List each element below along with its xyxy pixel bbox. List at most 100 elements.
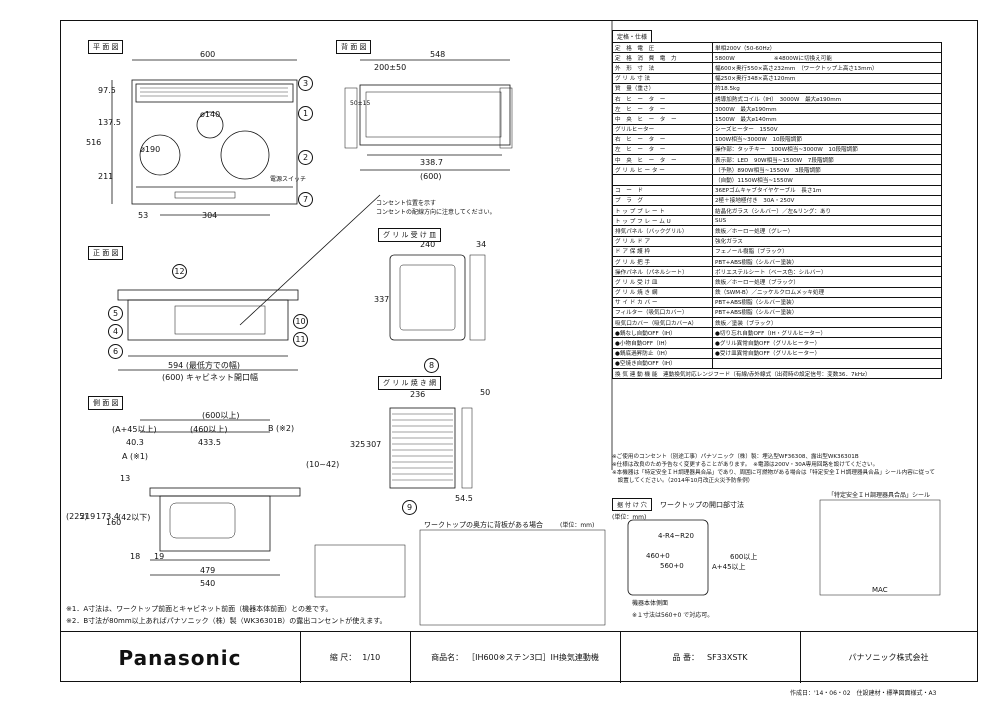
spec-value: 3000W 最大ø190mm xyxy=(712,103,942,115)
back-w548: 548 xyxy=(430,50,446,59)
part-material: SUS xyxy=(712,215,942,227)
safety-row: ●空焼き自動OFF（IH） xyxy=(612,357,942,370)
callout-9: 9 xyxy=(402,500,417,515)
safety-item: ●空焼き自動OFF（IH） xyxy=(612,357,713,370)
plan-view-label: 平 面 図 xyxy=(88,40,124,54)
side-w18: 18 xyxy=(130,552,141,561)
cutout-note: ※１寸法は560+0 で対応可。 xyxy=(632,612,714,619)
spec-key: 外 形 寸 法 xyxy=(612,62,713,74)
part-name: ド ア 保 護 枠 xyxy=(612,245,713,257)
callout-10: 10 xyxy=(293,314,308,329)
callout-5: 5 xyxy=(108,306,123,321)
tray-w240: 240 xyxy=(420,240,436,249)
install-label: 据 付 け 穴 xyxy=(612,498,652,511)
part-material: 鉄板／ホーロー処理（グレー） xyxy=(712,225,942,237)
part-name: フィルター（吸気口カバー） xyxy=(612,306,713,319)
callout-8: 8 xyxy=(424,358,439,373)
seal-title: 「特定安全ＩＨ調理器具合品」シール xyxy=(828,492,931,499)
net-h325: 325 xyxy=(350,440,366,449)
side-w600: (600以上) xyxy=(202,411,240,420)
seal-mac: MAC xyxy=(872,586,888,594)
side-h225: (225) xyxy=(66,512,88,521)
front-view-label: 正 面 図 xyxy=(88,246,124,260)
product-name-cell: 商品名： ［IH600※ステン3口］IH換気連動機 xyxy=(410,632,621,683)
net-w236: 236 xyxy=(410,390,426,399)
part-material: 強化ガラス xyxy=(712,235,942,247)
part-row: グ リ ル ド ア強化ガラス xyxy=(612,235,942,247)
footnotes: ※ご使用のコンセント（別途工事）パナソニック（株）製：埋込型WF36308、露出… xyxy=(612,452,942,484)
side-w479: 479 xyxy=(200,566,216,575)
spec-row: 左 ヒ ー タ ー操作部：タッチキー 100W相当~3000W 10段階調節 xyxy=(612,143,942,156)
exhaust-function: 換 気 連 動 機 能 連動換気対応レンジフード（有線/赤外線式（出荷時の設定信… xyxy=(612,367,942,380)
part-name: グ リ ル 焼 き 網 xyxy=(612,286,713,298)
drawing-frame xyxy=(60,20,978,682)
plan-w304: 304 xyxy=(202,211,218,220)
spec-row: グ リ ル 寸 法幅250×奥行348×高さ120mm xyxy=(612,72,942,84)
spec-value: （予熱）890W相当~1550W 3段階調節 xyxy=(712,164,942,176)
grill-tray-label: グ リ ル 受 け 皿 xyxy=(378,228,442,242)
part-row: グ リ ル 受 け 皿鉄板／ホーロー処理（ブラック） xyxy=(612,276,942,288)
spec-row: 中 央 ヒ ー タ ー表示部：LED 90W相当~1500W 7段階調節 xyxy=(612,154,942,166)
worktop-title: ワークトップの奥方に背板がある場合 xyxy=(424,521,543,529)
part-material: 鉄（SWM-B）／ニッケルクロムメッキ処理 xyxy=(712,286,942,298)
spec-key: 右 ヒ ー タ ー xyxy=(612,133,713,145)
part-name: グ リ ル 把 手 xyxy=(612,255,713,268)
back-note1: コンセント位置を示す xyxy=(376,200,437,207)
spec-row: 外 形 寸 法幅600×奥行550×高さ232mm （ワークトップ上高さ13mm… xyxy=(612,62,942,74)
spec-row: グ リ ル ヒ ー タ ー（予熱）890W相当~1550W 3段階調節 xyxy=(612,164,942,176)
spec-key: 中 央 ヒ ー タ ー xyxy=(612,113,713,125)
side-a45: (A+45以上) xyxy=(112,425,157,434)
footnote-4: 設置してください。（2014年10月改正火災予防条例） xyxy=(612,478,754,484)
side-w40: 40.3 xyxy=(126,438,144,447)
part-material: 鉄板／塗装（ブラック） xyxy=(712,317,942,329)
part-name: グ リ ル ド ア xyxy=(612,235,713,247)
spec-value: シーズヒーター 1550V xyxy=(712,123,942,135)
back-h50: 50±15 xyxy=(350,100,371,107)
tray-h337: 337 xyxy=(374,295,390,304)
callout-1: 1 xyxy=(298,106,313,121)
cutout-d1: 460+0 xyxy=(646,552,670,560)
spec-key: プ ラ グ xyxy=(612,194,713,207)
model-number: SF33XSTK xyxy=(706,653,748,662)
part-row: ド ア 保 護 枠フェノール樹脂（ブラック） xyxy=(612,245,942,257)
spec-row: グリルヒーターシーズヒーター 1550V xyxy=(612,123,942,135)
spec-row: （自動）1150W相当~1550W xyxy=(612,174,942,186)
side-h219: 219 xyxy=(80,512,96,521)
safety-item: ●切り忘れ自動OFF（IH・グリルヒーター） xyxy=(712,327,942,339)
exhaust-row: 換 気 連 動 機 能 連動換気対応レンジフード（有線/赤外線式（出荷時の設定信… xyxy=(612,367,942,380)
back-w600: (600) xyxy=(420,172,442,181)
net-w54: 54.5 xyxy=(455,494,473,503)
scale-cell: 縮 尺： 1/10 xyxy=(300,632,411,683)
side-view-label: 側 面 図 xyxy=(88,396,124,410)
callout-2: 2 xyxy=(298,150,313,165)
spec-value: 約18.5kg xyxy=(712,82,942,94)
safety-item xyxy=(712,357,942,370)
cutout-title: ワークトップの開口部寸法 xyxy=(660,501,744,509)
plan-h97: 97.5 xyxy=(98,86,116,95)
net-h307: 307 xyxy=(366,440,382,449)
part-material: PBT+ABS樹脂（シルバー塗装） xyxy=(712,296,942,308)
part-material: PBT+ABS樹脂（シルバー塗装） xyxy=(712,255,942,268)
part-row: グ リ ル 焼 き 網鉄（SWM-B）／ニッケルクロムメッキ処理 xyxy=(612,286,942,298)
side-h13: 13 xyxy=(120,474,131,483)
cutout-unit: (単位：mm) xyxy=(612,514,647,521)
cutout-radius: 4-R4~R20 xyxy=(658,532,694,540)
spec-row: 定 格 電 圧単相200V（50-60Hz） xyxy=(612,41,942,54)
note-1: ※1．A寸法は、ワークトップ前面とキャビネット前面（機器本体前面）との差です。 xyxy=(66,605,333,613)
front-w600: (600) キャビネット開口幅 xyxy=(162,373,259,382)
back-note2: コンセントの配線方向に注意してください。 xyxy=(376,209,496,216)
spec-key: コ ー ド xyxy=(612,184,713,196)
footnote-2: ※仕様は改良のため予告なく変更することがあります。 ※電源は200V・30A専用… xyxy=(612,462,879,468)
spec-key: グ リ ル ヒ ー タ ー xyxy=(612,164,713,176)
side-h173: 173.4 xyxy=(96,512,119,521)
spec-key: 定 格 電 圧 xyxy=(612,41,713,54)
safety-item: ●受け皿異常自動OFF（グリルヒーター） xyxy=(712,347,942,359)
part-name: サ イ ド カ バ ー xyxy=(612,296,713,308)
side-b2: B (※2) xyxy=(268,424,295,433)
spec-key: 左 ヒ ー タ ー xyxy=(612,143,713,156)
